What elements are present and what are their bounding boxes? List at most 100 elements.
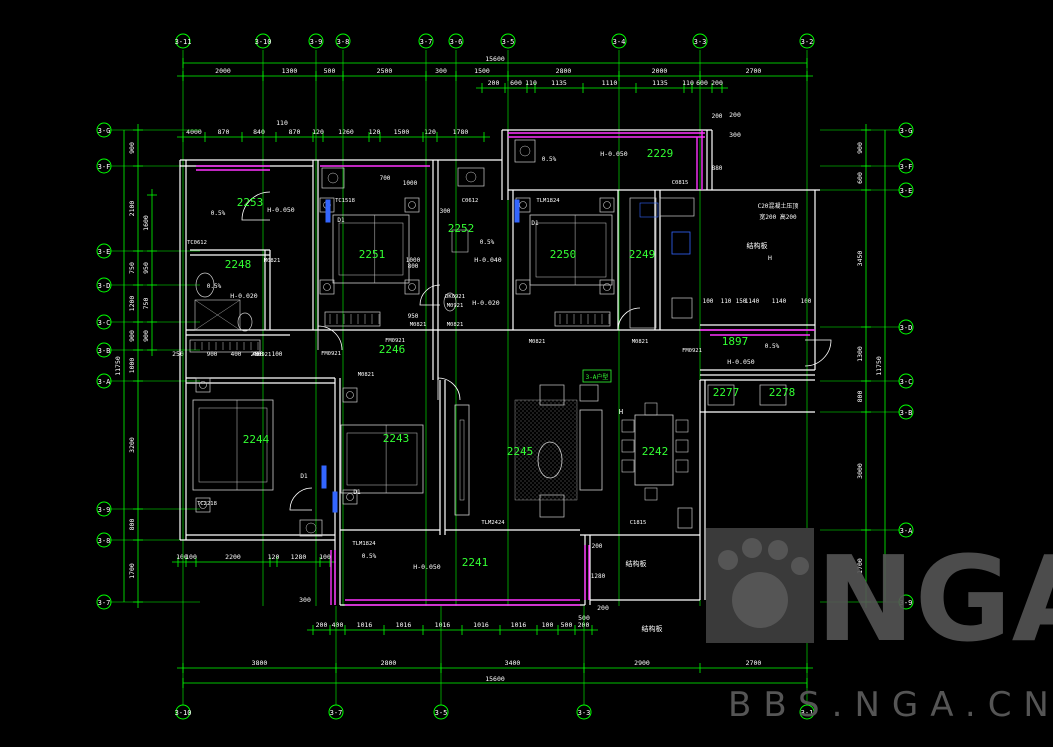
grid-axis-top-label: 3-6 [450, 38, 463, 46]
slope-marker: 0.5% [542, 156, 557, 163]
lamp-icon [199, 381, 207, 389]
bear-paw-logo-icon [706, 528, 814, 643]
dimension-value: 1016 [435, 621, 451, 629]
grid-bubble-left [96, 314, 112, 330]
dimension-value: 450 [253, 351, 264, 358]
grid-axis-right-label: 3-A [900, 527, 913, 535]
appliance-icon [321, 167, 345, 189]
dimension-value: 100 [272, 351, 283, 358]
dining-chair-icon [675, 419, 689, 433]
toilet-icon [237, 312, 253, 332]
bed-mattress-icon [198, 407, 268, 483]
grid-bubble-bottom [175, 704, 191, 720]
bed-mattress-icon [535, 222, 607, 278]
door-window-code: TLM1824 [536, 198, 560, 204]
grid-bubble-top [611, 33, 627, 49]
dimension-value: 2900 [634, 659, 650, 667]
dimension-value: 100 [801, 298, 812, 305]
slab-note: C20混凝土压顶 [758, 202, 799, 210]
grid-axis-top-label: 3-10 [255, 38, 272, 46]
nightstand-icon [599, 279, 615, 295]
wardrobe-icon [189, 339, 261, 353]
dimension-value: 840 [253, 128, 265, 136]
dimension-value: 110 [721, 298, 732, 305]
dimension-value: 900 [207, 351, 218, 358]
dining-chair-icon [621, 439, 635, 453]
door-window-code: TLM1824 [352, 541, 376, 547]
window-layer [196, 130, 815, 606]
dimension-value: 150 [736, 298, 747, 305]
unit-type-tag: 3-A户型 [586, 373, 609, 381]
grid-bubble-right [898, 122, 914, 138]
grid-axis-right-label: 3-B [900, 409, 913, 417]
grid-axis-right-label: 3-E [900, 187, 913, 195]
grid-bubble-right [898, 522, 914, 538]
appliance-drum-icon [327, 172, 339, 184]
grid-bubble-top [692, 33, 708, 49]
door-window-code: M0821 [410, 322, 427, 328]
grid-axis-left-label: 3-8 [98, 537, 111, 545]
room-number-label: 2253 [237, 196, 264, 209]
room-number-label: 2278 [769, 386, 796, 399]
dimension-value: 1140 [745, 298, 760, 305]
dimension-value: 300 [729, 131, 741, 139]
door-window-code: M0821 [632, 339, 649, 345]
dimension-value: 1016 [511, 621, 527, 629]
kitchen-counter-icon [629, 197, 657, 329]
door-swing-icon [289, 487, 313, 511]
tv-cabinet-icon [454, 404, 470, 516]
window-sill-icon [325, 199, 331, 223]
elevation-marker: H-0.050 [267, 206, 294, 214]
appliance-drum-icon [305, 522, 317, 534]
door-swing-icon [804, 339, 832, 367]
grid-axis-top-label: 3-3 [694, 38, 707, 46]
elevation-marker: H-0.050 [413, 563, 440, 571]
grid-axis-bottom-label: 3-7 [330, 709, 343, 717]
grid-axis-right-label: 3-C [900, 378, 913, 386]
grid-bubble-bottom [576, 704, 592, 720]
dimension-value: 300 [435, 67, 447, 75]
grid-bubble-top [799, 33, 815, 49]
dimension-value: 950 [142, 262, 150, 274]
grid-bubble-left [96, 501, 112, 517]
fridge-icon [671, 297, 693, 319]
slab-note: 宽200 高200 [759, 213, 797, 221]
shower-icon [194, 299, 241, 331]
grid-axis-right-label: 3-D [900, 324, 913, 332]
dimension-value: 2800 [381, 659, 397, 667]
dimension-value: 120 [312, 128, 324, 136]
grid-axis-top-label: 3-7 [420, 38, 433, 46]
dining-chair-icon [675, 439, 689, 453]
dimension-value: 200 [729, 111, 741, 119]
door-window-code: C1815 [630, 520, 647, 526]
dimension-total-right: 11750 [875, 356, 883, 376]
room-number-label: 2251 [359, 248, 386, 261]
grid-axis-bottom-label: 3-3 [578, 709, 591, 717]
slope-marker: 0.5% [765, 343, 780, 350]
dimension-value: 1260 [338, 128, 354, 136]
door-swing-icon [419, 284, 441, 306]
dimension-value: 300 [299, 596, 311, 604]
dimension-value: 1000 [403, 180, 418, 187]
dining-chair-icon [675, 459, 689, 473]
dimension-value: 100 [542, 621, 554, 629]
door-tag: D1 [531, 220, 539, 227]
appliance-icon [299, 519, 323, 537]
dimension-value: 250 [172, 350, 184, 358]
grid-bubble-top [308, 33, 324, 49]
dimension-value: 200 [578, 621, 590, 629]
dimension-value: 3200 [128, 437, 136, 453]
grid-axis-top-label: 3-9 [310, 38, 323, 46]
dimension-value: 100 [185, 553, 197, 561]
dimension-value: 2500 [377, 67, 393, 75]
dimension-value: 110 [682, 79, 694, 87]
dimension-value: 900 [128, 330, 136, 342]
door-tag: D1 [300, 473, 308, 480]
dimension-value: 1135 [551, 79, 567, 87]
dimension-value: 750 [142, 298, 150, 310]
dimension-value: 500 [324, 67, 336, 75]
door-window-code: TC1518 [335, 198, 355, 204]
dimension-value: 1016 [396, 621, 412, 629]
bed-mattress-icon [346, 432, 418, 486]
kitchen-counter-icon [659, 197, 695, 217]
